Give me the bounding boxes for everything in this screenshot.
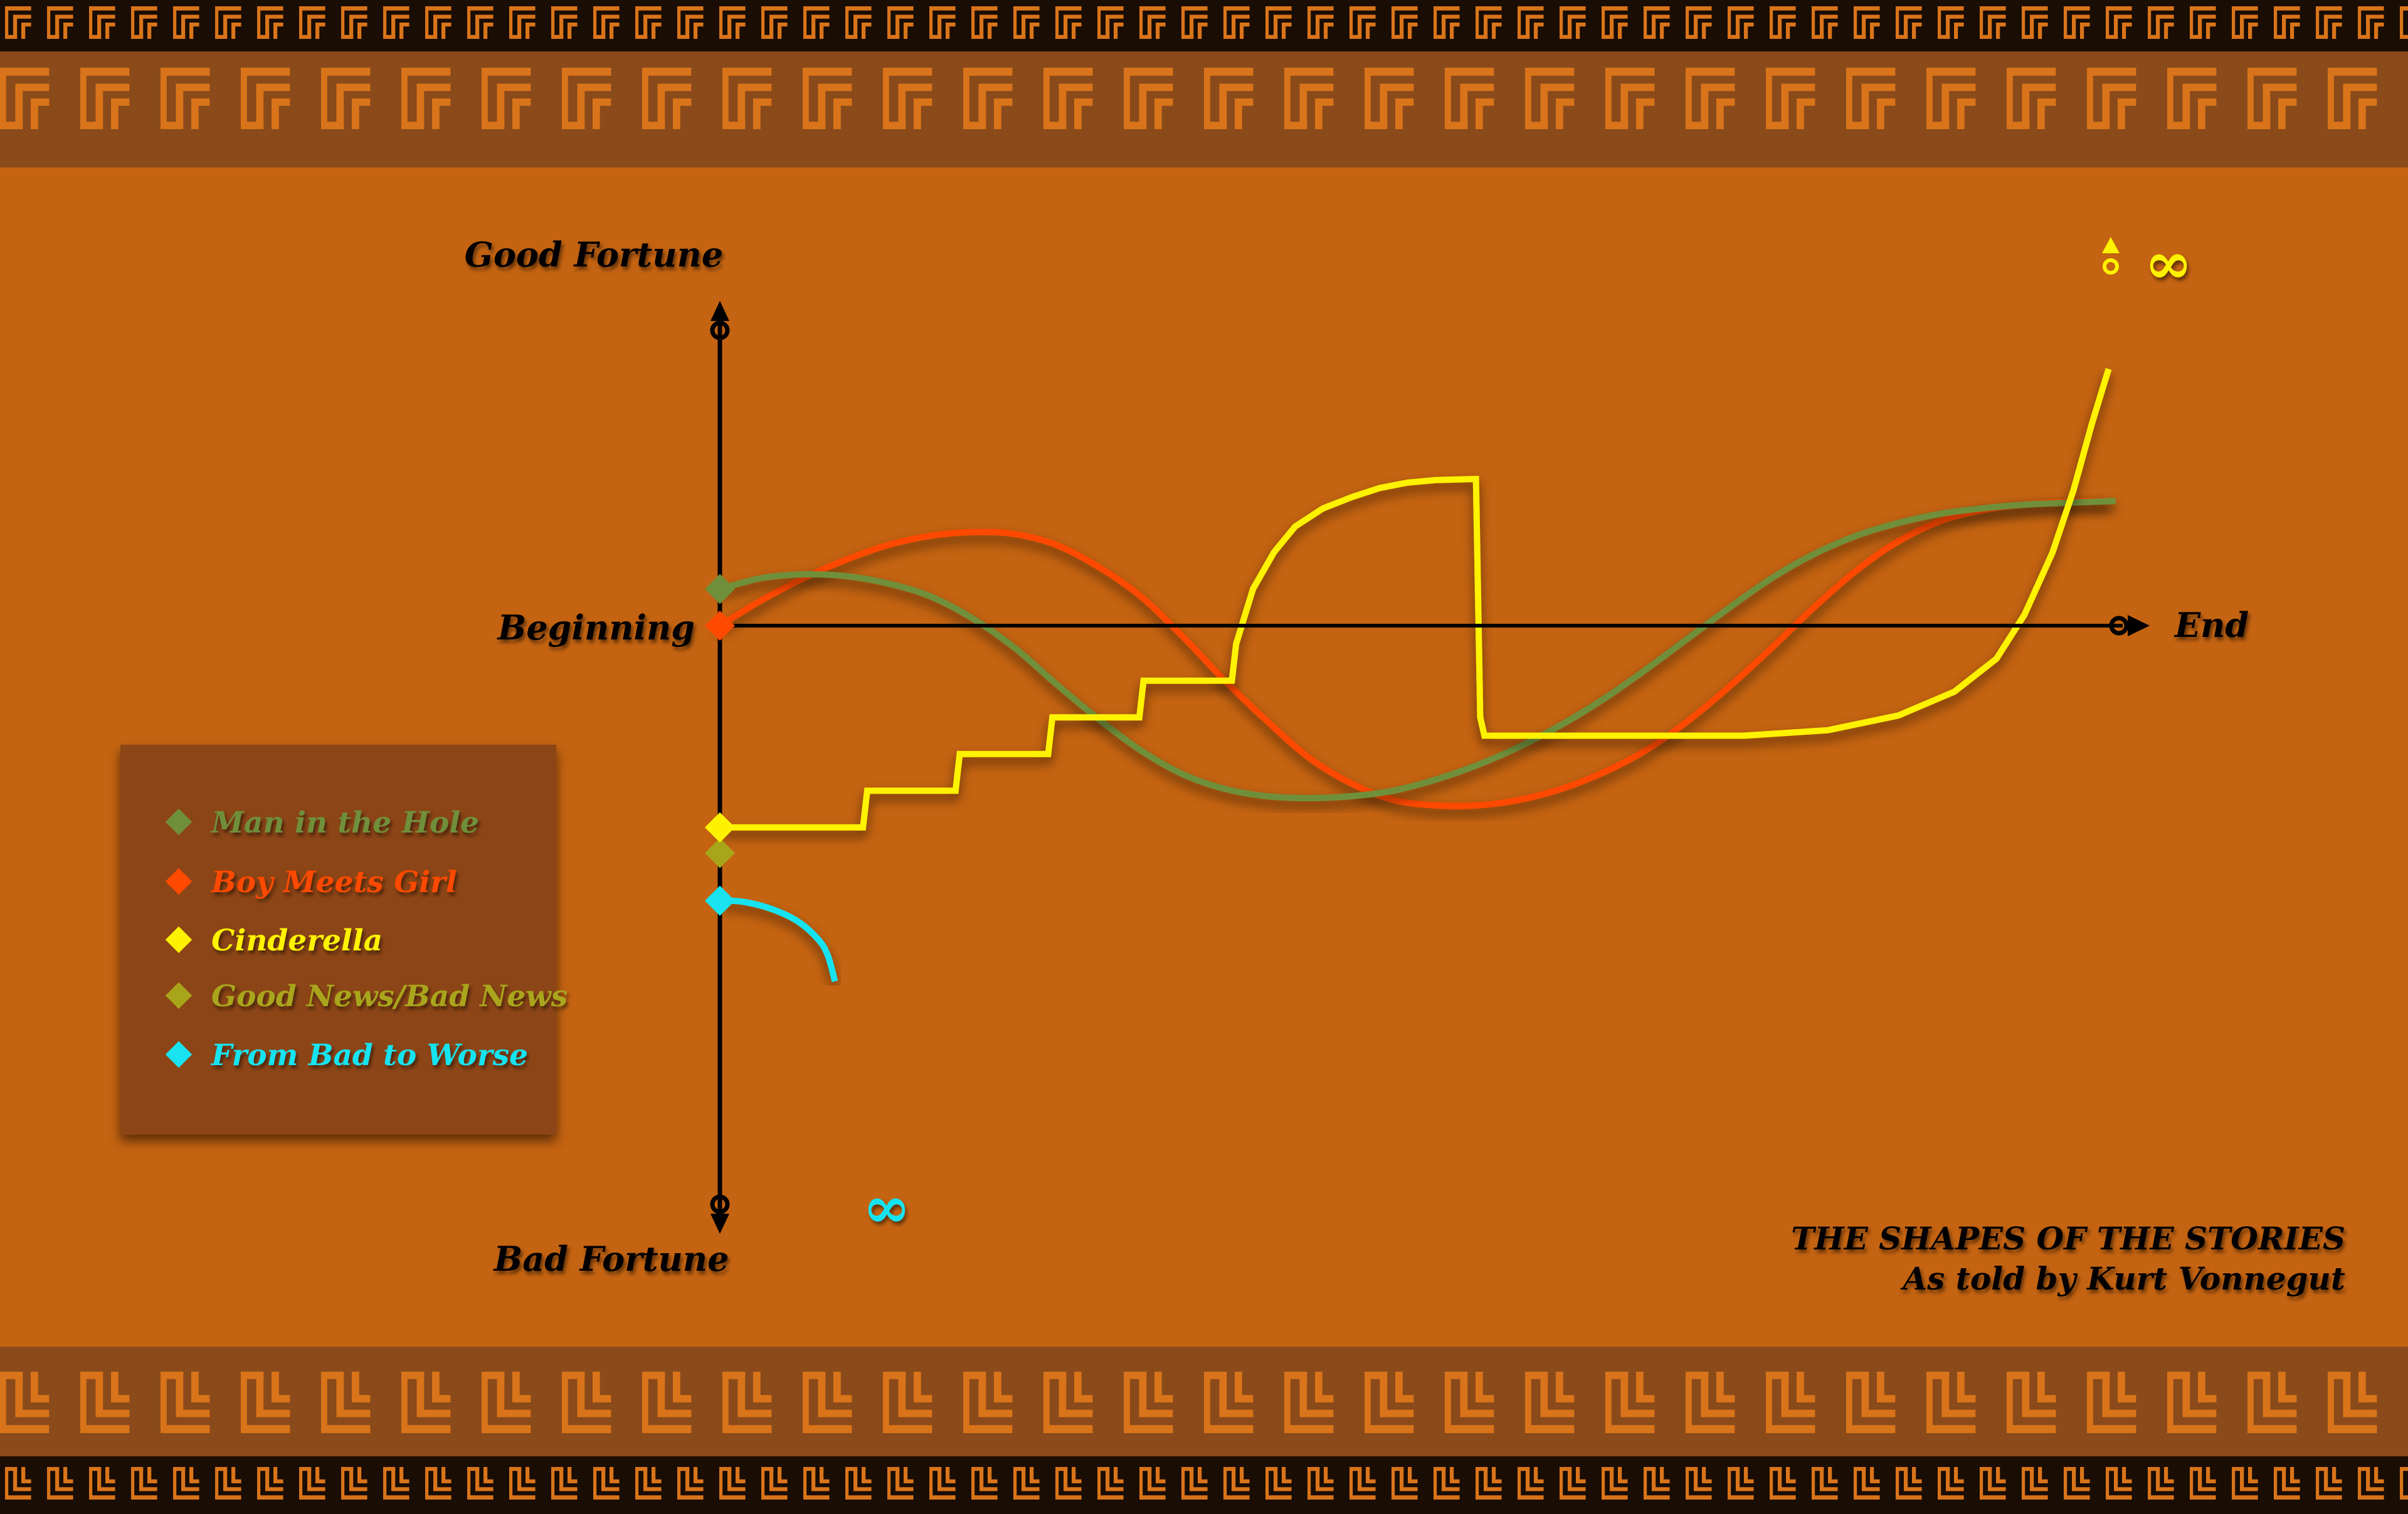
legend-marker-good-news-bad-news: [165, 982, 193, 1009]
legend-label-from-bad-to-worse: From Bad to Worse: [210, 1038, 528, 1073]
cinderella-infinity-symbol: ∞: [2145, 229, 2193, 297]
x-axis-end-label: End: [2173, 605, 2249, 645]
y-axis-top-arrow: [710, 301, 729, 321]
cinderella-end-ring: [2103, 258, 2119, 275]
legend-marker-from-bad-to-worse: [165, 1041, 193, 1068]
cinderella-up-arrow: [2102, 237, 2120, 253]
y-axis-bottom-ring: [710, 1194, 730, 1214]
legend-panel: [120, 745, 556, 1135]
cinderella-infinity: ∞: [2102, 229, 2192, 297]
y-axis-bottom-label: Bad Fortune: [493, 1239, 729, 1279]
x-axis-end-arrow: [2128, 615, 2150, 636]
bottom-border-motif-small: [5, 1467, 2408, 1500]
series-line-cinderella: [720, 368, 2112, 831]
y-axis-bottom-arrow: [710, 1214, 729, 1234]
legend-label-cinderella: Cinderella: [211, 923, 383, 958]
chart-subtitle: As told by Kurt Vonnegut: [1900, 1260, 2345, 1297]
series-line-man-in-the-hole: [719, 498, 2116, 802]
x-axis-start-label: Beginning: [497, 607, 695, 648]
x-axis-end-ring: [2109, 616, 2129, 636]
top-border-motif-small: [5, 6, 2408, 39]
series-line-from-bad-to-worse: [719, 897, 838, 982]
top-border-motif-large: [0, 68, 2377, 129]
bad-to-worse-infinity-symbol: ∞: [863, 1174, 911, 1241]
y-axis-top-label: Good Fortune: [465, 234, 723, 275]
legend-marker-boy-meets-girl: [165, 868, 193, 895]
series-line-boy-meets-girl: [718, 498, 2109, 809]
chart-title: THE SHAPES OF THE STORIES: [1791, 1220, 2345, 1257]
axes: [710, 301, 2150, 1234]
legend-marker-cinderella: [165, 926, 193, 954]
legend-label-good-news-bad-news: Good News/Bad News: [211, 979, 568, 1014]
bottom-border: [0, 1347, 2408, 1514]
legend-label-man-in-the-hole: Man in the Hole: [210, 806, 479, 840]
top-border: [0, 0, 2408, 167]
legend-marker-man-in-the-hole: [165, 808, 193, 836]
legend-label-boy-meets-girl: Boy Meets Girl: [210, 865, 457, 900]
series-group: [718, 368, 2123, 982]
y-axis-top-ring: [710, 320, 730, 340]
bottom-border-motif-large: [0, 1372, 2377, 1433]
